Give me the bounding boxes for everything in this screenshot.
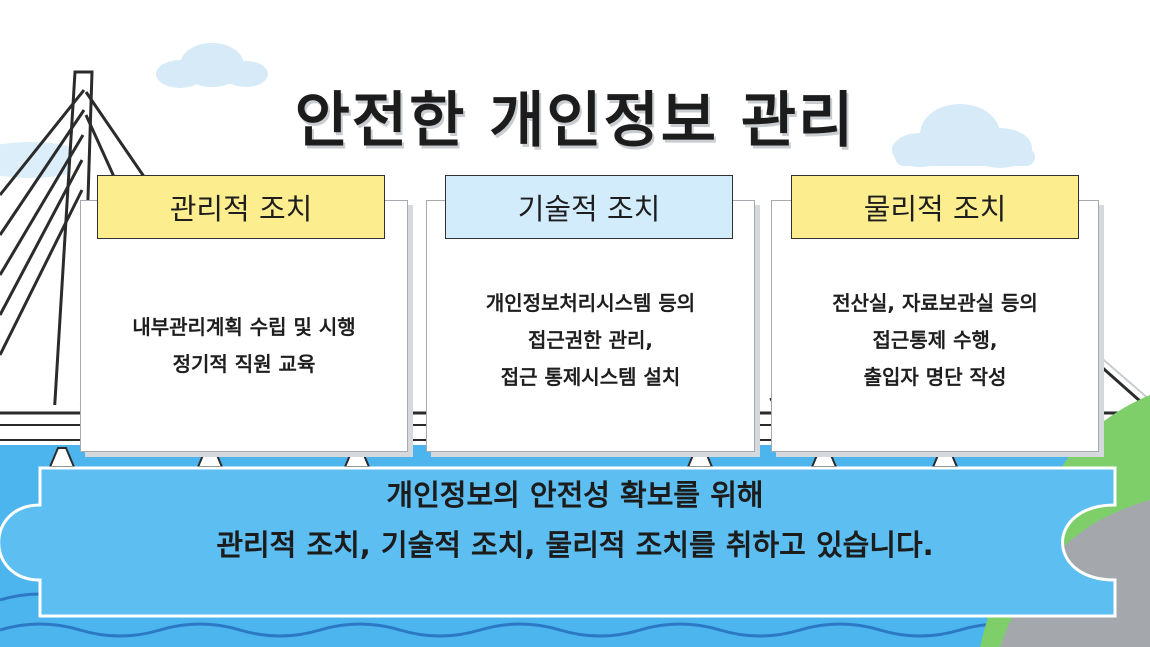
card-heading-administrative: 관리적 조치	[97, 175, 385, 239]
card-line: 출입자 명단 작성	[863, 365, 1007, 389]
card-line: 접근통제 수행,	[872, 328, 998, 352]
card-line: 전산실, 자료보관실 등의	[832, 291, 1038, 315]
card-body: 개인정보처리시스템 등의 접근권한 관리, 접근 통제시스템 설치	[427, 285, 754, 396]
banner-line-1: 개인정보의 안전성 확보를 위해	[386, 478, 764, 512]
card-heading-physical: 물리적 조치	[791, 175, 1079, 239]
card-heading-technical: 기술적 조치	[445, 175, 733, 239]
summary-banner: 개인정보의 안전성 확보를 위해 관리적 조치, 기술적 조치, 물리적 조치를…	[0, 470, 1150, 570]
card-body: 내부관리계획 수립 및 시행 정기적 직원 교육	[81, 309, 407, 383]
card-line: 정기적 직원 교육	[172, 352, 316, 376]
bridge-pillars	[48, 447, 959, 468]
card-line: 개인정보처리시스템 등의	[485, 291, 696, 315]
card-physical: 전산실, 자료보관실 등의 접근통제 수행, 출입자 명단 작성	[771, 200, 1099, 452]
card-body: 전산실, 자료보관실 등의 접근통제 수행, 출입자 명단 작성	[772, 285, 1098, 396]
banner-panel	[0, 466, 1117, 618]
card-line: 내부관리계획 수립 및 시행	[132, 315, 356, 339]
banner-line-2: 관리적 조치, 기술적 조치, 물리적 조치를 취하고 있습니다.	[216, 528, 934, 562]
card-line: 접근 통제시스템 설치	[500, 365, 681, 389]
cloud-icon	[156, 43, 268, 88]
cloud-icon	[892, 104, 1035, 168]
card-technical: 개인정보처리시스템 등의 접근권한 관리, 접근 통제시스템 설치	[426, 200, 755, 452]
page-title: 안전한 개인정보 관리	[294, 86, 856, 156]
card-line: 접근권한 관리,	[528, 328, 653, 352]
card-administrative: 내부관리계획 수립 및 시행 정기적 직원 교육	[80, 200, 408, 452]
